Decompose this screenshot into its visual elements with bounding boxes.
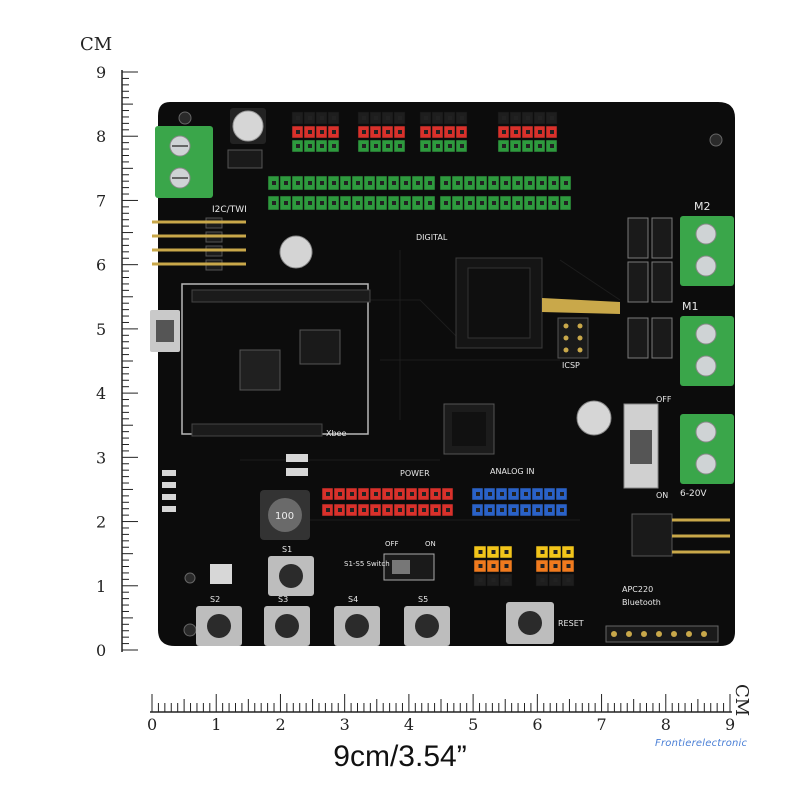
- power-switch: OFF ON: [623, 395, 672, 500]
- digital-servo-headers: [291, 111, 558, 153]
- i2c-label: I2C/TWI: [212, 205, 247, 215]
- bluetooth-label: Bluetooth: [622, 598, 661, 607]
- power-header: [321, 487, 454, 517]
- switch-on-label: ON: [425, 540, 436, 548]
- horizontal-tick-label: 1: [211, 715, 221, 734]
- switch-label: S1-S5 Switch: [344, 560, 390, 568]
- vertical-tick-label: 4: [96, 384, 106, 403]
- power-label: POWER: [400, 469, 430, 478]
- xbee-label: Xbee: [326, 429, 346, 438]
- push-button-label: S4: [348, 595, 358, 604]
- analog-in-header: [471, 487, 568, 517]
- push-button-label: S3: [278, 595, 288, 604]
- horizontal-tick-label: 4: [404, 715, 414, 734]
- vertical-tick-label: 1: [96, 577, 106, 596]
- icsp-label: ICSP: [562, 361, 580, 370]
- reset-button: RESET: [506, 602, 584, 644]
- vertical-ruler: 9 8 7 6 5 4 3 2 1 0: [96, 63, 138, 660]
- m2-label: M2: [694, 200, 711, 213]
- vertical-tick-label: 3: [96, 448, 106, 467]
- switch-off-label: OFF: [385, 540, 399, 548]
- size-caption: 9cm/3.54”: [333, 740, 467, 773]
- apc220-label: APC220: [622, 585, 653, 594]
- horizontal-tick-label: 6: [532, 715, 542, 734]
- digital-io-headers: [267, 175, 572, 211]
- horizontal-tick-label: 7: [597, 715, 607, 734]
- push-button-label: S2: [210, 595, 220, 604]
- apc220-bluetooth-header: APC220 Bluetooth: [605, 585, 719, 643]
- watermark: Frontierelectronic: [655, 738, 748, 749]
- reset-label: RESET: [558, 619, 584, 628]
- pcb-board: I2C/TWI Xbee DIGITAL ICSP: [150, 102, 735, 646]
- push-button-label: S5: [418, 595, 428, 604]
- push-button-label: S1: [282, 545, 292, 554]
- motor-m2-terminal: M2: [680, 200, 734, 286]
- analog-in-label: ANALOG IN: [490, 467, 535, 476]
- s1-s5-slide-switch: S1-S5 Switch OFF ON: [344, 540, 436, 581]
- m1-label: M1: [682, 300, 699, 313]
- power-screw-terminal: [155, 126, 213, 198]
- vin-range-label: 6-20V: [680, 489, 707, 499]
- electrolytic-capacitor-top: [227, 108, 266, 169]
- vertical-tick-label: 2: [96, 513, 106, 532]
- i2c-pin-header: I2C/TWI: [152, 205, 247, 271]
- horizontal-ruler-unit: CM: [731, 684, 752, 717]
- xbee-socket: Xbee: [150, 283, 371, 438]
- digital-label: DIGITAL: [416, 233, 448, 242]
- icsp-header: ICSP: [557, 317, 589, 370]
- vertical-tick-label: 9: [96, 63, 106, 82]
- power-switch-off-label: OFF: [656, 395, 672, 404]
- vertical-tick-label: 0: [96, 641, 106, 660]
- vin-terminal: 6-20V: [680, 414, 734, 499]
- horizontal-tick-label: 0: [147, 715, 157, 734]
- servo-sensor-headers: [473, 545, 575, 587]
- vertical-tick-label: 8: [96, 127, 106, 146]
- motor-m1-terminal: M1: [680, 300, 734, 386]
- power-switch-on-label: ON: [656, 491, 668, 500]
- horizontal-tick-label: 2: [275, 715, 285, 734]
- inductor: 100: [260, 490, 310, 540]
- vertical-tick-label: 7: [96, 191, 106, 210]
- horizontal-tick-label: 9: [725, 715, 735, 734]
- inductor-label: 100: [275, 511, 294, 522]
- motor-driver-chip: [455, 257, 620, 349]
- horizontal-tick-label: 3: [340, 715, 350, 734]
- horizontal-ruler: 0 1 2 3 4 5 6 7 8 9: [147, 694, 735, 734]
- vertical-ruler-unit: CM: [80, 34, 113, 55]
- capacitor-right: [576, 400, 612, 436]
- microcontroller-chip: [443, 403, 495, 455]
- vertical-tick-label: 6: [96, 256, 106, 275]
- horizontal-tick-label: 5: [468, 715, 478, 734]
- vertical-tick-label: 5: [96, 320, 106, 339]
- horizontal-tick-label: 8: [661, 715, 671, 734]
- right-angle-pins: [631, 513, 730, 557]
- small-capacitor: [279, 235, 313, 269]
